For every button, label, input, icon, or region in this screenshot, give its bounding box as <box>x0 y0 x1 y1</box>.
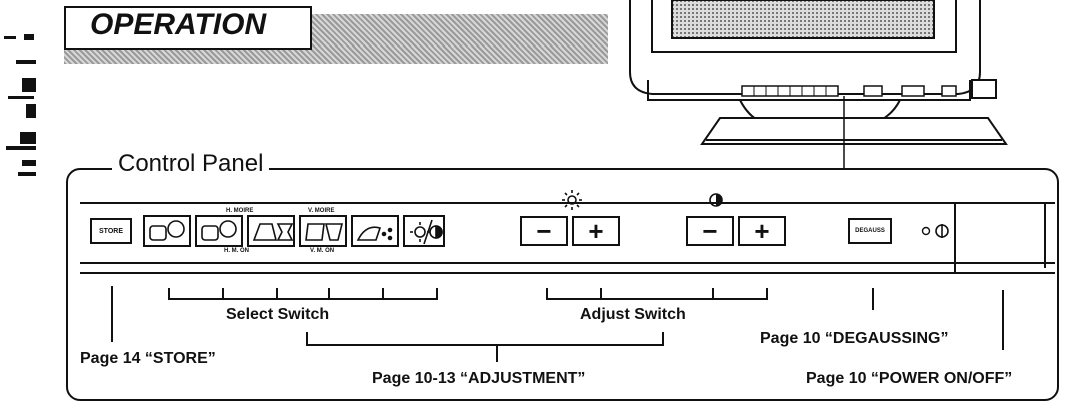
brightness-minus-button[interactable]: − <box>520 216 568 246</box>
strip-top-line <box>80 202 1055 204</box>
brightness-icon <box>562 190 582 210</box>
select-key-position[interactable] <box>195 215 243 247</box>
control-panel-frame <box>66 168 1059 401</box>
select-switch-keys <box>143 215 445 247</box>
dot-icon <box>387 227 393 233</box>
pincushion-icon <box>276 223 294 241</box>
trapezoid-icon <box>252 223 278 241</box>
brightness-plus-button[interactable]: + <box>572 216 620 246</box>
select-top-label-2: V. MOIRE <box>308 208 335 214</box>
dot-icon <box>387 235 393 241</box>
screen-position-icon <box>201 225 219 241</box>
select-top-label-1: H. MOIRE <box>226 208 254 214</box>
select-bottom-label-2: V. M. ON <box>310 248 335 254</box>
select-key-trapezoid[interactable] <box>247 215 295 247</box>
strip-bottom-line <box>80 262 1055 264</box>
monitor-illustration <box>629 0 1008 170</box>
title-hatch-pattern-lower <box>64 46 608 64</box>
adjustment-page-ref: Page 10-13 “ADJUSTMENT” <box>372 370 586 387</box>
store-button[interactable]: STORE <box>90 218 132 244</box>
select-bottom-label-1: H. M. ON <box>224 248 249 254</box>
contrast-icon <box>709 193 723 207</box>
power-section-edge <box>1044 204 1046 268</box>
monitor-icon <box>219 220 237 238</box>
select-key-size[interactable] <box>143 215 191 247</box>
page-title: OPERATION <box>90 8 267 41</box>
strip-base-line <box>80 272 1055 274</box>
adjust-switch-label: Adjust Switch <box>580 306 686 323</box>
monitor-icon <box>167 220 185 238</box>
dot-icon <box>381 231 387 237</box>
contrast-plus-button[interactable]: + <box>738 216 786 246</box>
power-page-ref: Page 10 “POWER ON/OFF” <box>806 370 1013 387</box>
power-section-divider <box>954 202 956 274</box>
moire-icon <box>356 226 382 241</box>
led-icon <box>921 226 931 236</box>
degaussing-page-ref: Page 10 “DEGAUSSING” <box>760 330 949 347</box>
title-box <box>64 6 312 50</box>
degauss-button[interactable]: DEGAUSS <box>848 218 892 244</box>
contrast-minus-button[interactable]: − <box>686 216 734 246</box>
screen-size-icon <box>149 225 167 241</box>
parallelogram-icon <box>305 223 325 241</box>
rotation-icon <box>324 223 344 241</box>
store-page-ref: Page 14 “STORE” <box>80 350 216 367</box>
control-panel-title: Control Panel <box>112 150 270 178</box>
select-switch-label: Select Switch <box>226 306 330 323</box>
power-indicator <box>921 224 949 238</box>
brightness-icon <box>414 226 426 238</box>
